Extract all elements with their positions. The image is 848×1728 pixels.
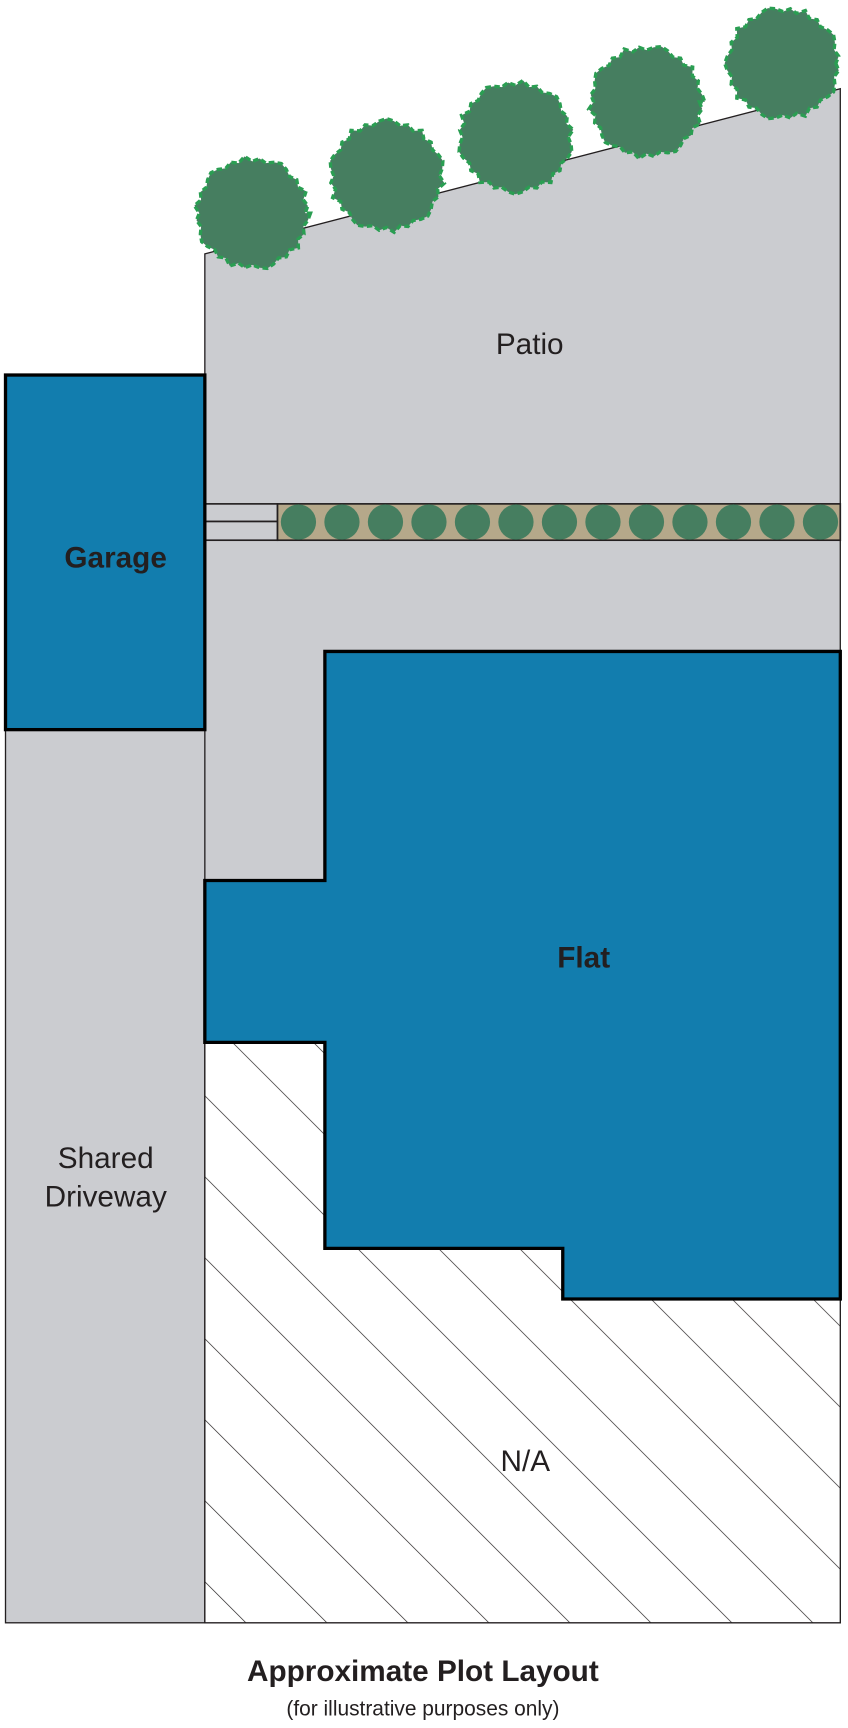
hedge-shrub-icon <box>802 504 839 540</box>
hedge-shrub-icon <box>672 504 708 540</box>
paving-step <box>204 503 279 523</box>
tree-icon <box>586 44 708 161</box>
shared-driveway <box>4 728 206 1624</box>
na-label: N/A <box>501 1445 551 1478</box>
tree-icon <box>192 154 313 271</box>
tree-icon <box>328 116 447 235</box>
hedge-shrub-icon <box>585 504 621 540</box>
hedge-shrub-icon <box>628 504 665 540</box>
tree-icon <box>457 78 576 197</box>
hedge-shrub-icon <box>280 504 317 540</box>
tree-line <box>192 6 841 271</box>
flat-label: Flat <box>557 942 610 975</box>
hedge-shrub-icon <box>498 504 534 540</box>
hedge-shrub-icon <box>454 504 491 540</box>
hedge-shrub-icon <box>715 504 752 540</box>
driveway-label-line1: Shared <box>58 1142 154 1175</box>
hedge-shrub-icon <box>324 504 360 540</box>
flat-building <box>203 649 842 1301</box>
caption-title: Approximate Plot Layout <box>247 1655 599 1688</box>
hedge-shrub-icon <box>541 504 578 540</box>
hedge-strip <box>204 503 842 542</box>
garage-building <box>3 373 207 732</box>
driveway-label-line2: Driveway <box>45 1181 167 1214</box>
paving-step <box>204 520 279 542</box>
tree-icon <box>722 6 841 121</box>
garage-label: Garage <box>64 542 166 575</box>
hedge-shrub-icon <box>411 504 447 540</box>
caption-subtitle: (for illustrative purposes only) <box>286 1697 559 1720</box>
hedge-shrub-icon <box>367 504 404 540</box>
patio-label: Patio <box>496 328 564 361</box>
hedge-shrub-icon <box>759 504 795 540</box>
